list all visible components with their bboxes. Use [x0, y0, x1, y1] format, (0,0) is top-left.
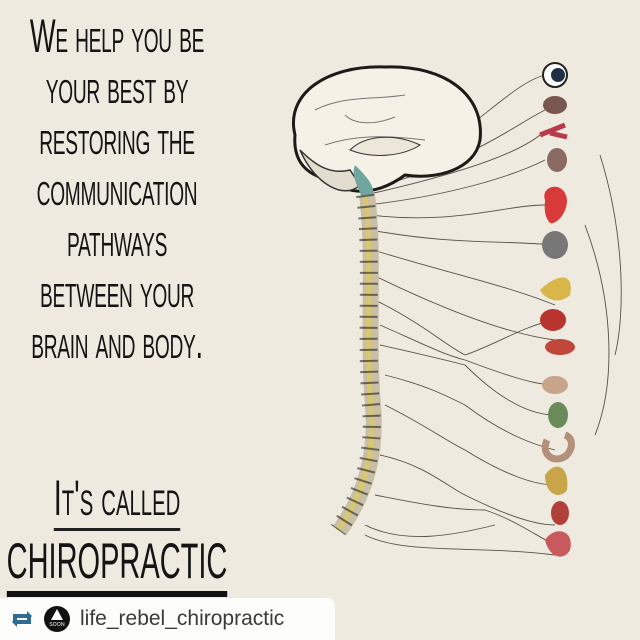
nervous-system-illustration — [292, 62, 622, 557]
headline-line: your best by — [45, 60, 189, 113]
headline-line: brain and body. — [31, 315, 203, 368]
username-link[interactable]: life_rebel_chiropractic — [80, 607, 285, 630]
headline-line: restoring the — [39, 111, 195, 164]
headline: We help you be your best by restoring th… — [1, 10, 233, 367]
avatar-logo-text: SOON — [49, 622, 65, 628]
spinal-column — [330, 193, 382, 536]
cta-line-1: It's called — [53, 470, 181, 531]
triangle-logo-icon — [51, 609, 63, 620]
cta-line-2: Chiropractic — [6, 533, 228, 597]
organs — [539, 62, 575, 557]
headline-line: We help you be — [29, 9, 205, 62]
repost-icon — [12, 611, 32, 627]
nerve-lines — [364, 74, 622, 556]
call-to-action: It's called Chiropractic — [1, 470, 233, 597]
repost-credit-bar: SOON life_rebel_chiropractic — [0, 598, 335, 640]
headline-line: communication — [36, 162, 198, 215]
avatar[interactable]: SOON — [44, 606, 70, 632]
headline-line: between your — [39, 264, 195, 317]
headline-line: pathways — [66, 213, 168, 266]
brain — [292, 65, 482, 200]
